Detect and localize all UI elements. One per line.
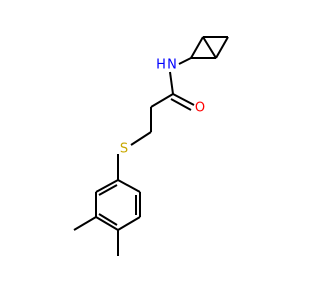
bond [117, 179, 141, 193]
nitrogen-hydrogen-label: H [156, 58, 166, 73]
sulfur-label: S [120, 142, 128, 157]
benzene-ring [95, 179, 141, 231]
structure-canvas: N H O S [73, 36, 229, 256]
bond [215, 36, 229, 59]
bond [117, 216, 141, 231]
cyclopropyl-ring [190, 36, 229, 59]
bond [95, 216, 119, 231]
bond-n-cyclopropyl [178, 57, 192, 65]
bond-aromatic-inner [98, 184, 118, 196]
bond-methyl [73, 216, 97, 231]
bond-aromatic-inner [98, 213, 118, 226]
bond-n-carbonyl [169, 71, 174, 95]
oxygen-label: O [195, 101, 205, 116]
bond-chain [130, 131, 152, 146]
nitrogen-atom: N H [156, 58, 177, 73]
bond [202, 36, 217, 59]
bond-carbonyl-double-2 [170, 98, 192, 111]
bond [190, 36, 204, 59]
bond-chain [150, 93, 174, 108]
bond-carbonyl-double-1 [172, 93, 195, 106]
nitrogen-label: N [167, 58, 177, 73]
bond [95, 179, 119, 193]
